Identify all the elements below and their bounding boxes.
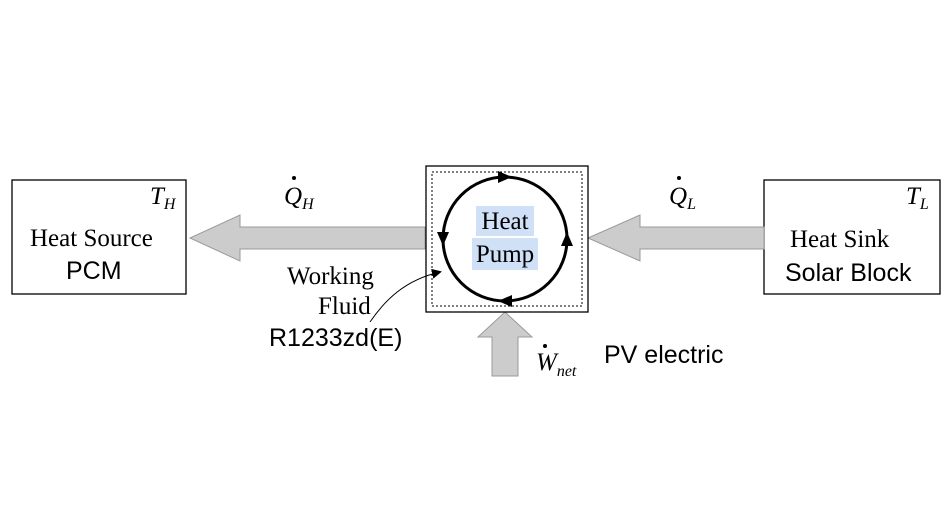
heat-pump-line1: Heat bbox=[481, 208, 528, 235]
heat-rejection-arrow bbox=[188, 214, 426, 262]
heat-pump-line2: Pump bbox=[476, 241, 534, 268]
heat-sink-box: TL Heat Sink Solar Block bbox=[763, 179, 941, 295]
cycle-arrow-top bbox=[498, 171, 512, 183]
refrigerant-label: R1233zd(E) bbox=[269, 324, 402, 352]
heat-source-box: TH Heat Source PCM bbox=[11, 179, 187, 295]
pv-electric-label: PV electric bbox=[604, 341, 723, 369]
heat-source-label: Heat Source bbox=[30, 225, 153, 252]
heat-pump-box: Heat Pump bbox=[425, 165, 589, 313]
cycle-arrow-right bbox=[561, 232, 573, 246]
net-work-label: Wnet PV electric bbox=[536, 341, 723, 380]
sink-temperature: TL bbox=[906, 183, 929, 213]
svg-text:Wnet: Wnet bbox=[536, 349, 577, 380]
dot-accent bbox=[677, 176, 681, 180]
fluid-label: Fluid bbox=[318, 293, 371, 320]
dotted-boundary bbox=[431, 171, 583, 307]
pcm-label: PCM bbox=[66, 257, 122, 285]
text-highlight bbox=[476, 206, 534, 236]
heat-rejected-label: QH bbox=[284, 176, 315, 213]
svg-text:QL: QL bbox=[669, 183, 696, 213]
solar-block-label: Solar Block bbox=[785, 259, 912, 287]
leader-line bbox=[369, 268, 442, 323]
working-fluid-annotation: Working Fluid R1233zd(E) bbox=[269, 263, 442, 352]
svg-text:QH: QH bbox=[284, 183, 315, 213]
heat-absorbed-label: QL bbox=[669, 176, 696, 213]
work-input-arrow bbox=[476, 311, 534, 377]
heat-absorption-arrow bbox=[586, 214, 765, 262]
cycle-arrow-left bbox=[437, 232, 449, 246]
working-label: Working bbox=[287, 263, 374, 290]
dot-accent bbox=[292, 176, 296, 180]
dot-accent bbox=[543, 344, 547, 348]
text-highlight bbox=[472, 238, 538, 270]
source-temperature: TH bbox=[150, 183, 177, 213]
heat-sink-label: Heat Sink bbox=[790, 226, 890, 253]
cycle-arrow-bottom bbox=[498, 295, 512, 307]
